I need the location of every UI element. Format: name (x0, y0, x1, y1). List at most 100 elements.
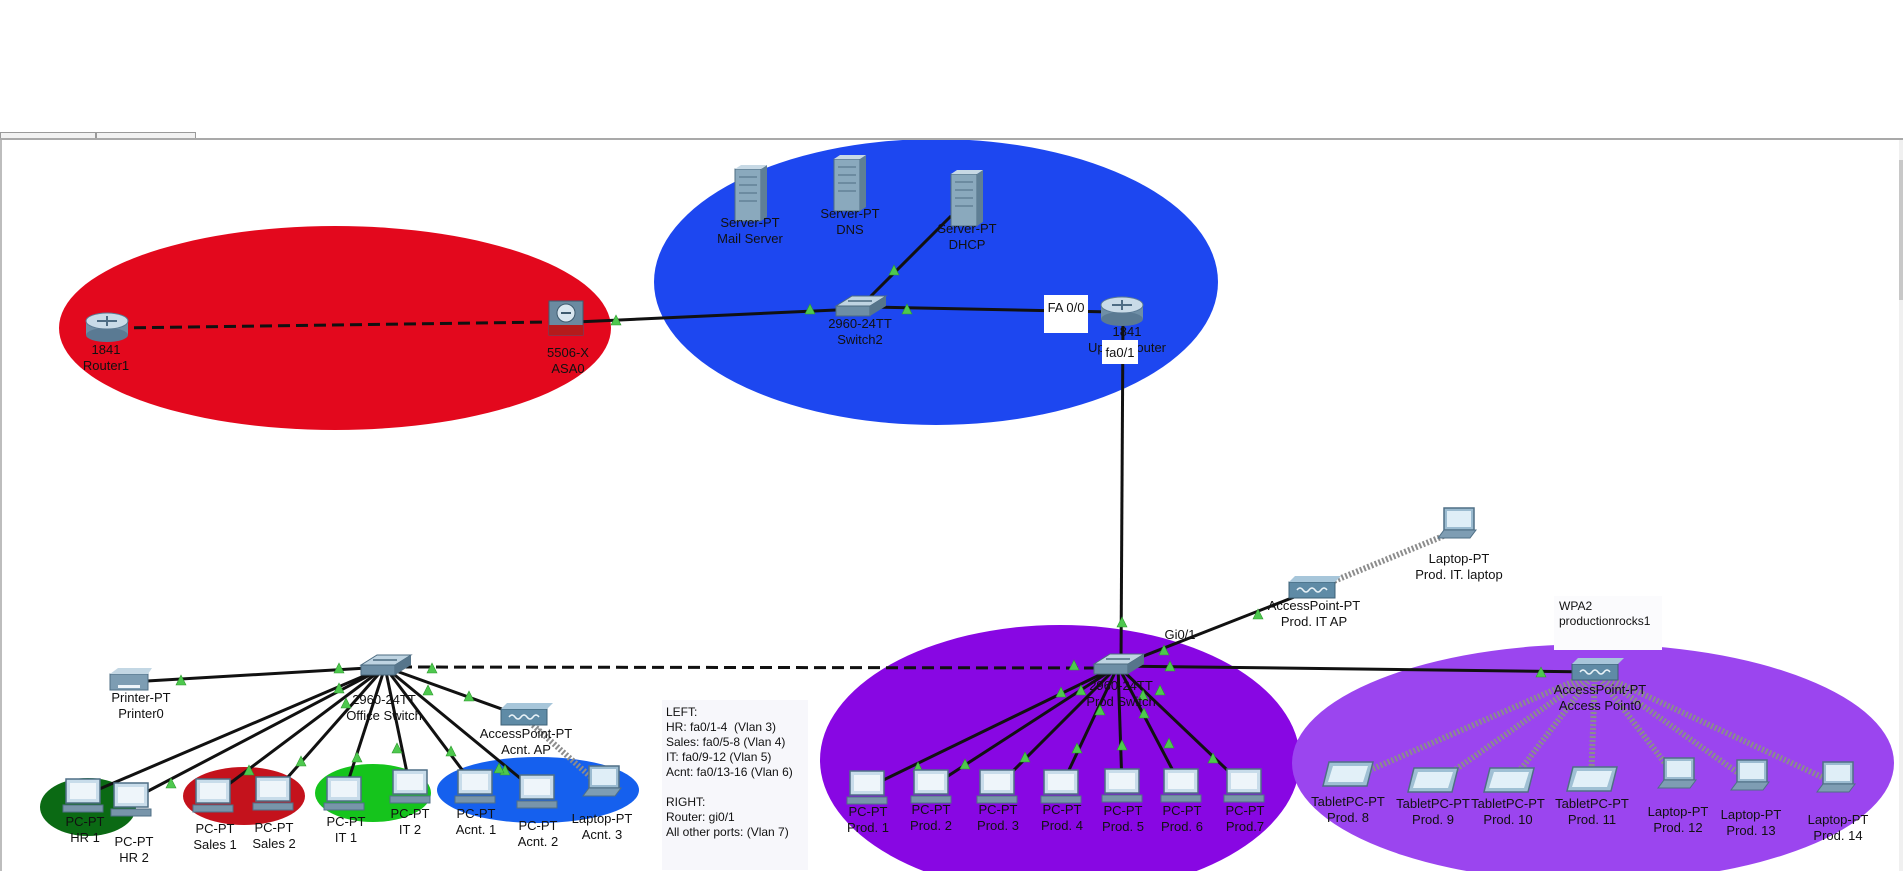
link-prod-sw-prod4[interactable] (1059, 665, 1120, 788)
workspace-tab-physical[interactable] (96, 132, 196, 138)
device-name-label: Acnt. 1 (456, 822, 496, 837)
link-office-sw-it2[interactable] (383, 666, 412, 788)
ap-icon (500, 703, 553, 726)
link-status-light (1207, 752, 1219, 764)
device-model-label: PC-PT (391, 806, 430, 821)
device-name-label: Office Switch (346, 708, 422, 723)
device-name-label: Prod. 5 (1102, 819, 1144, 834)
device-name-label: Prod Switch (1086, 694, 1155, 709)
link-office-sw-acnt2[interactable] (384, 665, 538, 794)
device-model-label: AccessPoint-PT (480, 726, 573, 741)
link-router1-asa0[interactable] (115, 320, 549, 330)
link-prod-sw-ap0[interactable] (1117, 664, 1596, 674)
device-model-label: PC-PT (457, 806, 496, 821)
link-office-sw-printer0[interactable] (129, 665, 386, 684)
link-status-light (1252, 608, 1264, 620)
device-name-label: DHCP (949, 237, 986, 252)
link-office-sw-hr2[interactable] (130, 665, 386, 802)
ap-icon (1571, 658, 1624, 681)
wifi-note-line: WPA2 (1559, 599, 1593, 613)
device-name-label: Mail Server (717, 231, 783, 246)
port-label-fa00: FA 0/0 (1044, 295, 1088, 333)
pc-icon (910, 769, 952, 804)
link-office-sw-prod-sw[interactable] (399, 665, 1106, 670)
link-office-sw-acnt1[interactable] (383, 666, 477, 788)
link-status-light (295, 755, 307, 767)
link-upper-prod-sw[interactable] (1119, 317, 1125, 663)
link-prod-sw-prod-it-ap[interactable] (1117, 588, 1313, 668)
wifi-note[interactable]: WPA2 productionrocks1 (1554, 596, 1662, 650)
link-status-light (340, 697, 352, 709)
link-prod-sw-prod7[interactable] (1116, 664, 1246, 788)
scrollbar-thumb[interactable] (1899, 160, 1903, 300)
device-model-label: TabletPC-PT (1555, 796, 1629, 811)
link-prod-sw-prod5[interactable] (1116, 665, 1124, 787)
vertical-scrollbar[interactable] (1899, 140, 1903, 871)
link-office-sw-sales2[interactable] (271, 666, 387, 795)
link-prod-sw-prod3[interactable] (995, 664, 1120, 789)
firewall-icon (548, 300, 584, 336)
link-office-sw-it1[interactable] (342, 666, 387, 795)
link-office-sw-sales1[interactable] (212, 665, 386, 798)
link-office-sw-hr1[interactable] (82, 665, 386, 798)
vlan-note-line: All other ports: (Vlan 7) (666, 825, 789, 839)
pc-icon (976, 769, 1018, 804)
device-model-label: TabletPC-PT (1396, 796, 1470, 811)
workspace-tab-logical[interactable] (0, 132, 96, 138)
link-prod-sw-prod6[interactable] (1116, 665, 1183, 787)
link-status-light (422, 684, 434, 696)
device-name-label: Prod. 12 (1653, 820, 1702, 835)
link-switch2-dhcp[interactable] (868, 214, 953, 299)
link-status-light (1071, 742, 1083, 754)
link-ap0-prod8[interactable] (1345, 669, 1597, 783)
link-status-light (1163, 737, 1175, 749)
vlan-note[interactable]: LEFT: HR: fa0/1-4 (Vlan 3) Sales: fa0/5-… (662, 700, 808, 870)
device-name-label: Prod. 4 (1041, 818, 1083, 833)
link-ap0-prod14[interactable] (1593, 669, 1839, 787)
laptop-icon (1816, 761, 1856, 793)
link-ap0-prod9[interactable] (1430, 669, 1597, 789)
link-prod-sw-prod1[interactable] (866, 664, 1119, 790)
device-model-label: PC-PT (327, 814, 366, 829)
link-ap0-prod11[interactable] (1588, 671, 1598, 786)
device-name-label: Router1 (83, 358, 129, 373)
